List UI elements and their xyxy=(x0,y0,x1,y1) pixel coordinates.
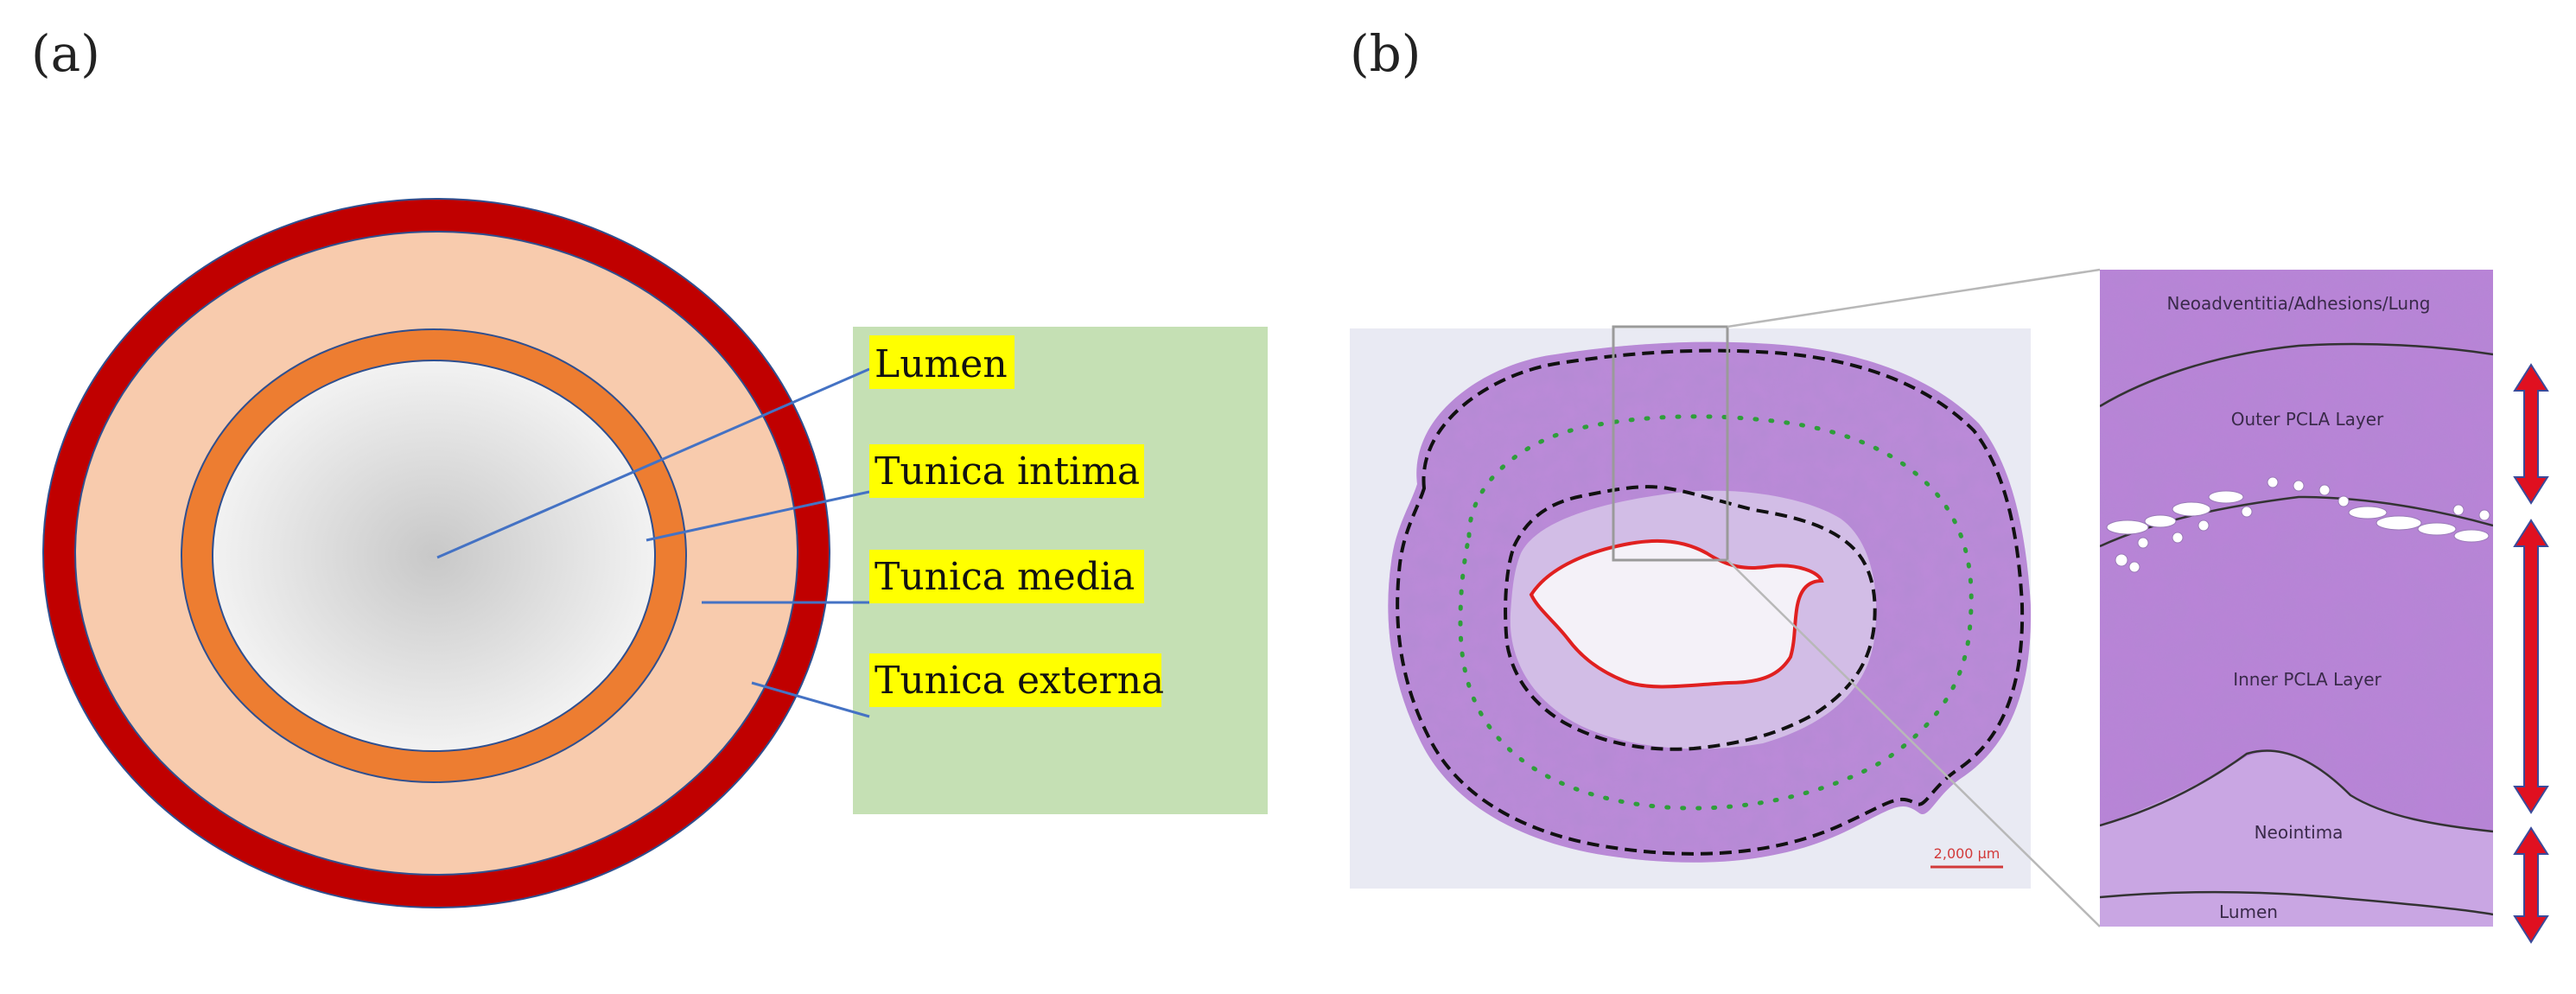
inner-dashed-boundary xyxy=(1504,485,1877,751)
inset-box xyxy=(1612,325,1729,562)
legend-highlight-lumen xyxy=(869,335,1014,389)
legend-tunica-externa: Tunica externa xyxy=(875,659,1164,703)
intima-leader-line xyxy=(646,490,870,542)
histology-section: 2,000 μm xyxy=(1350,325,2032,889)
zoom-label-neointima: Neointima xyxy=(2255,822,2344,843)
legend-highlight-media xyxy=(869,550,1144,603)
panel-b-label: (b) xyxy=(1350,24,1422,83)
lumen-leader-line xyxy=(436,367,870,559)
lumen-boundary xyxy=(2100,890,2493,916)
vessel-diagram xyxy=(42,198,830,908)
zoom-panel: Neoadventitia/Adhesions/Lung Outer PCLA … xyxy=(2100,270,2493,927)
outer-layer-arrow xyxy=(2513,363,2549,505)
panel-a-label: (a) xyxy=(31,24,100,83)
zoom-label-neoadventitia: Neoadventitia/Adhesions/Lung xyxy=(2167,293,2431,314)
legend-tunica-media: Tunica media xyxy=(875,555,1135,599)
zoom-label-outer-pcla: Outer PCLA Layer xyxy=(2231,409,2384,430)
green-dotted-boundary xyxy=(1458,414,1974,811)
neointima-arrow xyxy=(2513,826,2549,944)
neointima-boundary xyxy=(2100,749,2493,833)
legend-highlight-externa xyxy=(869,653,1161,707)
leader-lines xyxy=(436,367,870,718)
zoom-connectors xyxy=(1727,268,2101,927)
legend-lumen: Lumen xyxy=(875,342,1008,386)
pcla-voids xyxy=(2106,476,2490,573)
scale-bar-label: 2,000 μm xyxy=(1934,845,2000,862)
legend-items: Lumen Tunica intima Tunica media Tunica … xyxy=(869,335,1164,707)
lumen-space xyxy=(1529,538,1824,689)
zoom-label-lumen: Lumen xyxy=(2219,902,2278,922)
layer-arrows xyxy=(2513,363,2549,944)
externa-leader-line xyxy=(751,681,870,718)
zoom-label-inner-pcla: Inner PCLA Layer xyxy=(2233,669,2382,690)
outer-dashed-boundary xyxy=(1396,348,2025,856)
top-layer-boundary xyxy=(2100,342,2493,408)
legend-tunica-intima: Tunica intima xyxy=(875,449,1140,494)
legend-highlight-intima xyxy=(869,444,1144,498)
lumen-area xyxy=(212,360,656,752)
inner-layer-arrow xyxy=(2513,519,2549,814)
